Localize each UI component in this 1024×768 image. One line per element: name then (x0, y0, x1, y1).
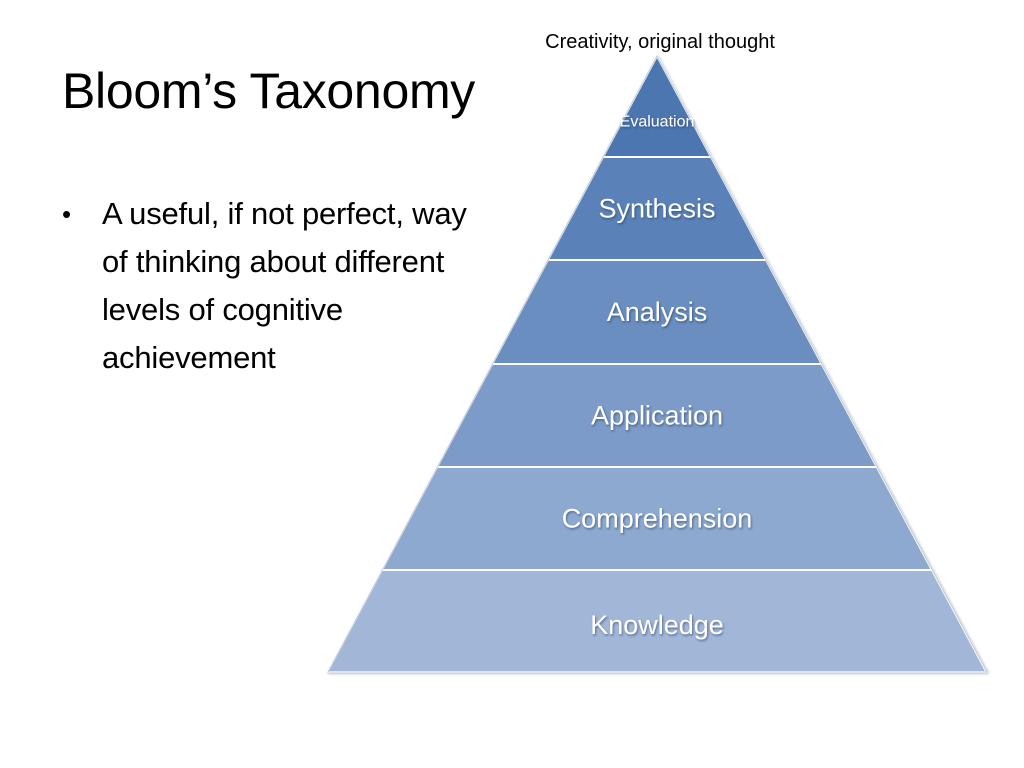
pyramid-label-synthesis: Synthesis (598, 194, 715, 224)
pyramid-label-application: Application (591, 401, 723, 431)
bullet-text: A useful, if not perfect, way of thinkin… (102, 196, 467, 375)
pyramid-label-evaluation: Evaluation (620, 114, 695, 131)
slide-title: Bloom’s Taxonomy (62, 63, 475, 119)
pyramid-label-comprehension: Comprehension (562, 504, 753, 534)
bullet-item: • A useful, if not perfect, way of think… (62, 190, 482, 382)
apex-caption: Creativity, original thought (545, 31, 775, 53)
pyramid-label-analysis: Analysis (607, 297, 708, 327)
bullet-marker: • (62, 199, 72, 229)
pyramid-layer-evaluation (601, 55, 713, 158)
pyramid-label-knowledge: Knowledge (590, 610, 724, 640)
bullet-list: • A useful, if not perfect, way of think… (62, 190, 482, 382)
pyramid-outline (327, 54, 988, 673)
